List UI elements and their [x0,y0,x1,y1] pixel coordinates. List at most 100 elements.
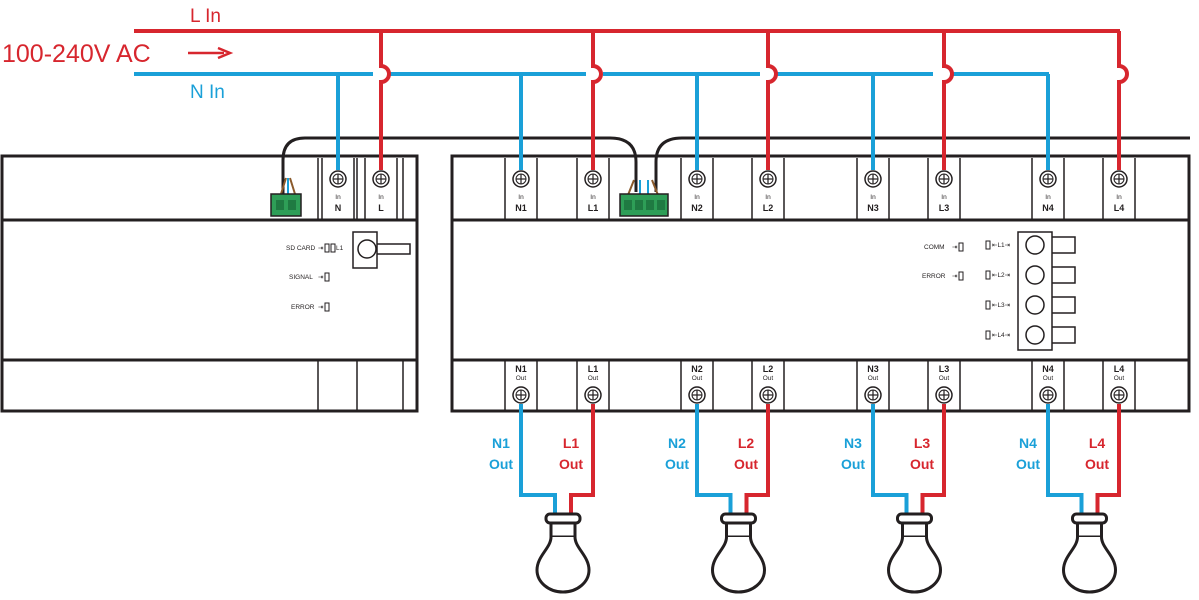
relay-out-label: L2 [763,364,774,374]
hub-led-sd: SD CARD ⇥ L1 [286,243,344,253]
relay-in-top-label: In [1045,194,1051,201]
relay-out-label: L3 [939,364,950,374]
relay-out-sub-label: Out [692,375,703,382]
relay-out-label: L1 [588,364,599,374]
svg-text:⇥: ⇥ [952,273,958,280]
relay-in-screw[interactable] [1110,170,1128,188]
line-feed-wire [1117,31,1129,170]
hub-led-error: ERROR ⇥ [291,302,330,312]
relay-in-screw[interactable] [1039,170,1057,188]
relay-in-label: N3 [867,203,879,213]
relay-out-screw[interactable] [864,386,882,404]
relay-in-top-label: In [870,194,876,201]
light-bulb-icon [886,512,943,594]
relay-in-top-label: In [941,194,947,201]
relay-in-screw[interactable] [512,170,530,188]
relay-out-label: N4 [1042,364,1054,374]
supply-lines: L In 100-240V AC N In [2,6,1120,103]
output-l-label: L1 [563,435,580,451]
output-l-label: L3 [914,435,931,451]
relay-in-label: L2 [763,203,774,213]
hub-terminal-screw[interactable] [372,170,390,188]
output-n-label: N1 [492,435,510,451]
relay-in-screw[interactable] [935,170,953,188]
output-l-label: L4 [1089,435,1106,451]
hub-pair-button[interactable] [352,231,411,269]
light-bulb-icon [710,512,767,594]
l-in-label: L In [190,6,221,27]
hub-green-connector[interactable] [270,193,302,217]
relay-out-sub-label: Out [1114,375,1125,382]
relay-out-screw[interactable] [935,386,953,404]
channel-led-label: ⇤L4⇥ [992,332,1011,339]
light-bulb-icon [535,512,591,594]
output-n-out-label: Out [1016,456,1040,472]
relay-out-screw[interactable] [512,386,530,404]
led-sd-card-label: SD CARD [286,245,316,252]
relay-out-sub-label: Out [1043,375,1054,382]
channel-button[interactable]: ⇤L1⇥ [985,235,1076,255]
relay-in-screw[interactable] [584,170,602,188]
hub-terminal-label: N [335,203,342,213]
relay-out-label: N3 [867,364,879,374]
hub-terminal-screw[interactable] [329,170,347,188]
relay-in-top-label: In [694,194,700,201]
relay-out-screw[interactable] [584,386,602,404]
hub-terminal-top-label: In [335,194,341,201]
feed-wires [336,31,1129,170]
line-feed-wire [379,31,391,170]
relay-out-screw[interactable] [688,386,706,404]
relay-out-sub-label: Out [763,375,774,382]
light-bulb-icon [1061,512,1118,594]
output-l-label: L2 [738,435,755,451]
control-wires [280,136,1190,196]
relay-out-label: N2 [691,364,703,374]
channel-led-label: ⇤L2⇥ [992,272,1011,279]
output-n-out-label: Out [489,456,513,472]
relay-out-sub-label: Out [939,375,950,382]
line-feed-wire [942,31,954,170]
voltage-label: 100-240V AC [2,40,151,68]
relay-out-screw[interactable] [1110,386,1128,404]
relay-channel-buttons: ⇤L1⇥ ⇤L2⇥ ⇤L3⇥ ⇤L4⇥ [985,231,1076,351]
relay-out-label: N1 [515,364,527,374]
channel-button[interactable]: ⇤L4⇥ [985,325,1076,345]
n-in-label: N In [190,82,225,103]
relay-out-label: L4 [1114,364,1125,374]
relay-in-top-label: In [590,194,596,201]
relay-in-screw[interactable] [864,170,882,188]
line-feed-wire [766,31,778,170]
line-feed-wire [591,31,603,170]
output-l-out-label: Out [910,456,934,472]
output-l-out-label: Out [734,456,758,472]
relay-in-top-label: In [1116,194,1122,201]
relay-out-sub-label: Out [588,375,599,382]
channel-button[interactable]: ⇤L2⇥ [985,265,1076,285]
hub-button-led-label: L1 [336,245,344,252]
channel-button[interactable]: ⇤L3⇥ [985,295,1076,315]
relay-out-screw[interactable] [1039,386,1057,404]
relay-led-error-label: ERROR [922,273,946,280]
relay-out-screw[interactable] [759,386,777,404]
svg-text:⇥: ⇥ [318,304,324,311]
output-l-out-label: Out [1085,456,1109,472]
led-signal-label: SIGNAL [289,274,313,281]
relay-in-top-label: In [518,194,524,201]
relay-in-label: N4 [1042,203,1054,213]
relay-in-screw[interactable] [759,170,777,188]
relay-in-screw[interactable] [688,170,706,188]
output-n-out-label: Out [841,456,865,472]
relay-green-connector[interactable] [619,193,669,217]
hub-led-signal: SIGNAL ⇥ [289,272,330,282]
relay-in-label: L3 [939,203,950,213]
